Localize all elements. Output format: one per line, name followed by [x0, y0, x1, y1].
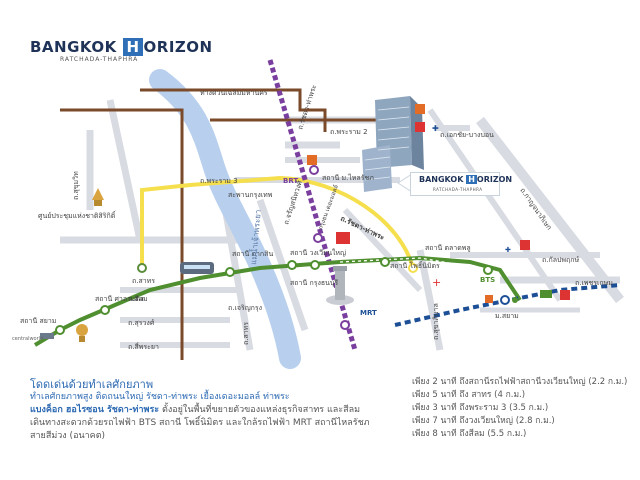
wongwian-yai-monument-icon	[326, 266, 354, 305]
brt-lower-node	[340, 320, 350, 330]
brand-name-left: BANGKOK	[30, 38, 117, 56]
travel-time-item: เพียง 7 นาที ถึงวงเวียนใหญ่ (2.8 ก.ม.)	[412, 416, 555, 426]
sathorn-node	[137, 263, 147, 273]
label-siphraya: ถ.สี่พระยา	[128, 342, 159, 351]
label-charansanitwong: ถ.จรัญสนิทวงศ์	[282, 179, 304, 226]
travel-time-item: เพียง 8 นาที ถึงสีลม (5.5 ก.ม.)	[412, 429, 527, 439]
brand-name-right: ORIZON	[143, 38, 213, 56]
carrefour-icon-2: ✚	[505, 246, 511, 254]
label-silom: ถ.สีลม	[128, 295, 148, 303]
label-bts: BTS	[480, 276, 495, 284]
description-line-1: ทำเลศักยภาพสูง ติดถนนใหญ่ รัชดา-ท่าพระ เ…	[30, 392, 290, 402]
bts-extension-dashed	[339, 257, 491, 271]
label-rama3: ถ.พระราม 3	[200, 177, 238, 185]
label-surawong: ถ.สุรวงศ์	[128, 319, 155, 327]
label-asia-hospital: ศูนย์ประชุมแห่งชาติสิริกิติ์	[38, 210, 117, 220]
label-ekachai: ถ.เอกชัย-บางบอน	[440, 131, 494, 139]
description-heading: โดดเด่นด้วยทำเลศักยภาพ	[30, 378, 154, 391]
mrt-station-node	[500, 295, 510, 305]
expressway-lines	[60, 88, 400, 360]
label-kanlapaphruek: ถ.กัลปพฤกษ์	[542, 256, 580, 264]
label-charoenkrung: ถ.เจริญกรุง	[228, 304, 262, 312]
callout-name-left: BANGKOK	[419, 175, 464, 184]
bts-station-nodes	[55, 257, 493, 335]
label-thonburi-mall: กรุงธน เดอะมอลล์	[316, 183, 340, 230]
label-taksin-bridge: สะพานกรุงเทพ	[228, 191, 273, 199]
temple-icon	[92, 188, 104, 206]
travel-time-item: เพียง 3 นาที ถึงพระราม 3 (3.5 ก.ม.)	[412, 403, 549, 413]
callout-tagline: RATCHADA-THAPHRA	[433, 187, 483, 192]
mall-logo-icons: ✚ ✚ +	[40, 104, 570, 339]
description-line-2: แบงค็อก ฮอไรซอน รัชดา-ท่าพระ ตั้งอยู่ในพ…	[30, 404, 400, 417]
mrt-line	[394, 283, 621, 327]
brand-tagline: RATCHADA-THAPHRA	[60, 56, 139, 63]
label-brt: BRT	[283, 177, 298, 185]
station-chong-nonsi: สถานี ศาลาแดง	[95, 295, 144, 303]
callout-name-right: ORIZON	[476, 175, 513, 184]
label-sukhaphiban: ถ.สุขาภิบาล	[432, 303, 440, 340]
brt-station-node	[309, 165, 319, 175]
station-krung-thonburi: สถานี กรุงธนบุรี	[290, 279, 338, 287]
bts-train-icon	[180, 262, 214, 274]
location-description: โดดเด่นด้วยทำเลศักยภาพ ทำเลศักยภาพสูง ติ…	[30, 378, 400, 443]
description-project-name: แบงค็อก ฮอไรซอน รัชดา-ท่าพระ	[30, 405, 160, 415]
station-wongwian-yai: สถานี วงเวียนใหญ่	[290, 248, 346, 257]
label-sathorn-rd: ถ.สาทร	[242, 322, 250, 345]
brt-ratchada-node	[313, 233, 323, 243]
label-siam-univ: ม.สยาม	[495, 312, 519, 320]
description-line-4: สายสีม่วง (อนาคต)	[30, 431, 106, 441]
yellow-end-node	[408, 263, 418, 273]
hospital-cross-icon: +	[432, 276, 441, 289]
station-talat-phlu: สถานี ตลาดพลู	[425, 244, 471, 252]
station-saphan-taksin: สถานี ตากสิน	[232, 250, 273, 258]
chao-phraya-river	[149, 69, 301, 369]
label-expressway: ทางด่วนเฉลิมมหานคร	[200, 89, 268, 97]
carrefour-icon: ✚	[432, 124, 439, 133]
station-sathorn: ถ.สาทร	[132, 277, 155, 285]
label-rama2: ถ.พระราม 2	[330, 128, 368, 136]
travel-times-list: เพียง 2 นาที ถึงสถานีรถไฟฟ้าสถานีวงเวียน…	[412, 376, 637, 441]
tower-building-icon	[362, 96, 424, 192]
description-line-2-rest: ตั้งอยู่ในพื้นที่ขยายตัวของแหล่งธุรกิจสา…	[159, 405, 361, 415]
station-brt: สถานี ม.ไหลรัชภ	[322, 173, 374, 182]
label-mrt: MRT	[360, 309, 377, 317]
travel-time-item: เพียง 2 นาที ถึงสถานีรถไฟฟ้าสถานีวงเวียน…	[412, 377, 628, 387]
brand-name-letter: H	[123, 38, 143, 56]
travel-time-item: เพียง 5 นาที ถึง สาทร (4 ก.ม.)	[412, 390, 526, 400]
label-sukhumvit: ถ.สุขุมวิท	[72, 171, 80, 200]
description-line-3: เดินทางสะดวกด้วยรถไฟฟ้า BTS สถานี โพธิ์น…	[30, 418, 370, 428]
bts-line	[33, 255, 522, 347]
logo-centralworld: centralworld	[12, 336, 43, 342]
ratchada-route	[140, 175, 415, 269]
callout-name-letter: H	[466, 175, 477, 184]
station-pho-nimit: สถานี โพธิ์นิมิตร	[390, 260, 440, 270]
label-phetkasem: ถ.เพชรเกษม	[575, 279, 613, 287]
temple-icon-2	[76, 324, 88, 342]
station-siam: สถานี สยาม	[20, 317, 56, 325]
